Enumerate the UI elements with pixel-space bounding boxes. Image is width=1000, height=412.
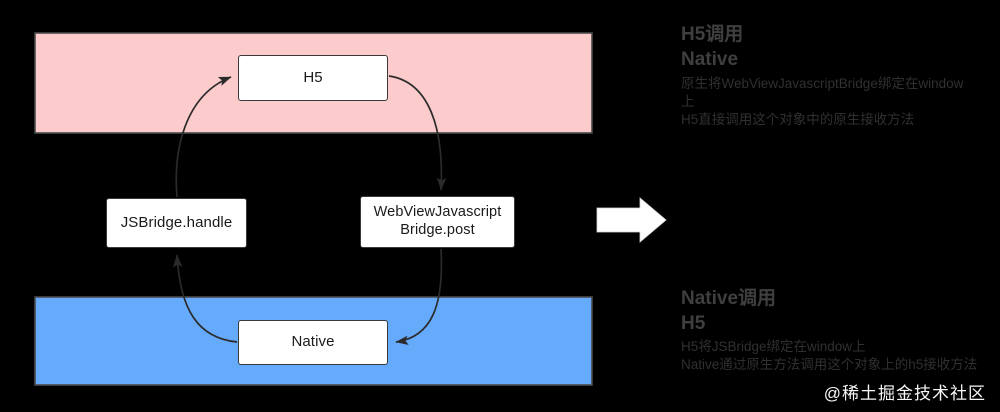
edge-native-to-jsbridge [172,254,238,343]
panel-h5-calls-native-body: 原生将WebViewJavascriptBridge绑定在window 上 H5… [681,76,964,128]
edge-post-to-native [395,248,443,346]
panel-h5-calls-native: H5调用 Native 原生将WebViewJavascriptBridge绑定… [681,22,991,129]
watermark: @稀土掘金技术社区 [823,384,986,403]
panel-native-calls-h5-body: H5将JSBridge绑定在window上 Native通过原生方法调用这个对象… [681,339,978,373]
node-h5[interactable]: H5 [238,55,388,101]
panel-native-calls-h5-heading: Native调用 H5 [681,288,777,335]
node-jsbridge-handle[interactable]: JSBridge.handle [106,198,247,248]
node-webviewjavascriptbridge-post[interactable]: WebViewJavascript Bridge.post [360,196,515,248]
edge-h5-to-post [388,75,447,191]
panel-native-calls-h5: Native调用 H5 H5将JSBridge绑定在window上 Native… [681,286,993,374]
edge-jsbridge-to-h5 [175,76,232,198]
node-native[interactable]: Native [238,320,388,365]
right-arrow-icon [596,197,667,243]
panel-h5-calls-native-heading: H5调用 Native [681,24,744,71]
